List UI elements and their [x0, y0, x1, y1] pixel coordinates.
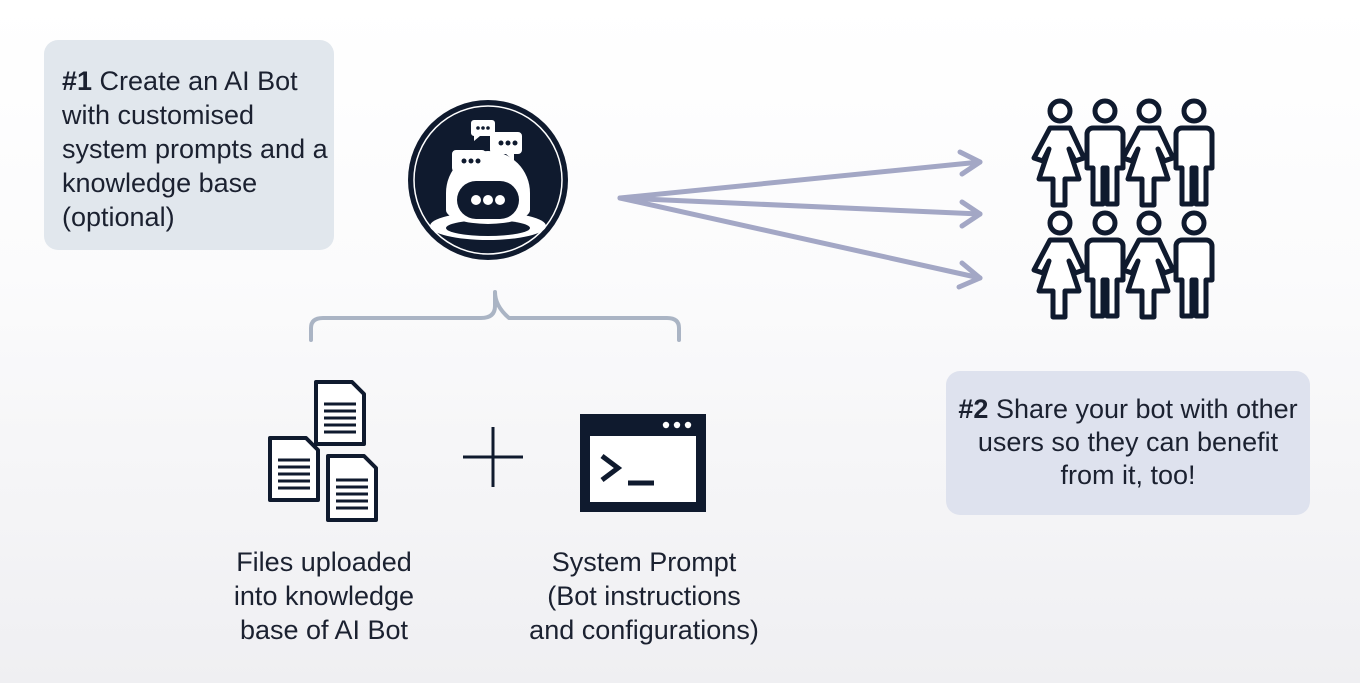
step1-callout: #1 Create an AI Bot with customised syst…: [44, 40, 334, 250]
prompt-caption-line3: and configurations): [529, 615, 759, 645]
grouping-brace: [309, 290, 681, 342]
plus-sign: [463, 427, 523, 487]
step1-text: Create an AI Bot with customised system …: [62, 66, 328, 232]
prompt-caption-line2: (Bot instructions: [547, 581, 741, 611]
user-group-icon: [1028, 98, 1230, 328]
files-icon: [268, 380, 378, 522]
files-caption: Files uploaded into knowledge base of AI…: [204, 545, 444, 647]
step2-callout: #2 Share your bot with other users so th…: [946, 371, 1310, 515]
files-caption-line2: into knowledge: [233, 581, 415, 611]
prompt-caption-line1: System Prompt: [551, 547, 737, 577]
step2-text: Share your bot with other users so they …: [977, 394, 1298, 490]
files-caption-line1: Files uploaded: [236, 547, 412, 577]
share-arrows: [617, 149, 983, 290]
step1-number: #1: [62, 66, 93, 96]
ai-bot-icon: [408, 100, 568, 260]
terminal-window-icon: [580, 414, 706, 512]
prompt-caption: System Prompt (Bot instructions and conf…: [496, 545, 792, 647]
files-caption-line3: base of AI Bot: [239, 615, 409, 645]
step2-number: #2: [958, 394, 989, 424]
